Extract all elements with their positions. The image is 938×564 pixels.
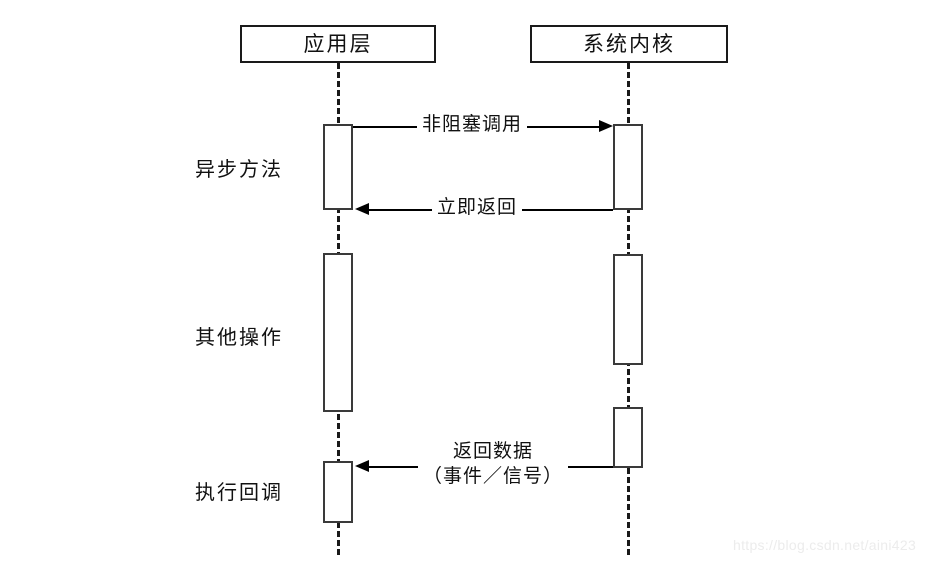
phase-label-async-method: 异步方法 <box>195 159 283 181</box>
arrowhead-return-data <box>355 460 369 472</box>
participant-box-app[interactable]: 应用层 <box>240 25 436 63</box>
activation-app-1[interactable] <box>323 124 353 210</box>
participant-box-kernel[interactable]: 系统内核 <box>530 25 728 63</box>
message-label-non-blocking-call: 非阻塞调用 <box>417 113 528 137</box>
message-label-immediate-return: 立即返回 <box>432 196 523 220</box>
activation-kernel-1[interactable] <box>613 124 643 210</box>
participant-label-app: 应用层 <box>303 31 373 56</box>
activation-kernel-2[interactable] <box>613 254 643 365</box>
activation-kernel-3[interactable] <box>613 407 643 468</box>
message-label-return-data-line1: 返回数据 <box>453 441 534 462</box>
message-label-return-data: 返回数据 （事件／信号） <box>418 440 569 490</box>
participant-label-kernel: 系统内核 <box>583 31 675 56</box>
arrowhead-immediate-return <box>355 203 369 215</box>
phase-label-other-operations: 其他操作 <box>195 327 283 349</box>
activation-app-2[interactable] <box>323 253 353 412</box>
watermark: https://blog.csdn.net/aini423 <box>733 537 917 553</box>
phase-label-execute-callback: 执行回调 <box>195 482 283 504</box>
message-label-return-data-line2: （事件／信号） <box>423 465 564 487</box>
arrowhead-non-blocking-call <box>599 120 613 132</box>
activation-app-3[interactable] <box>323 461 353 523</box>
